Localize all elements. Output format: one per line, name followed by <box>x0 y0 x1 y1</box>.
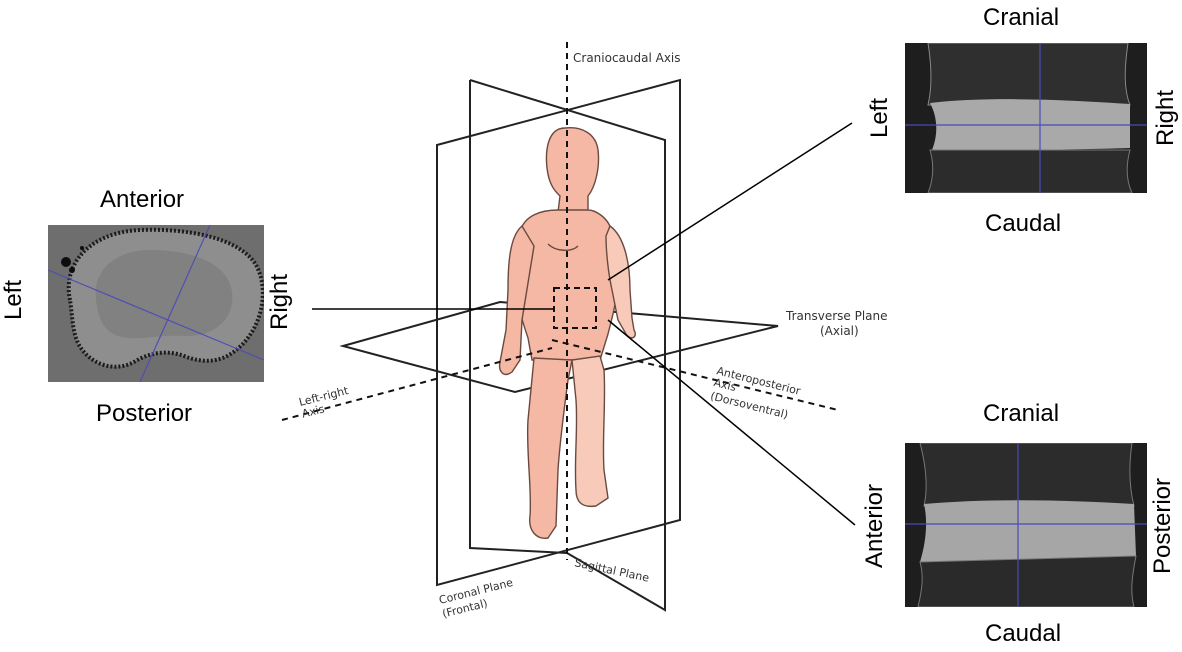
sagittal-plane-label: Sagittal Plane <box>573 556 650 585</box>
coronal-bottom-label: Caudal <box>985 212 1061 236</box>
craniocaudal-axis-label: Craniocaudal Axis <box>573 51 681 65</box>
coronal-top-label: Cranial <box>983 6 1059 30</box>
axial-left-label: Left <box>2 280 26 320</box>
connector-coronal <box>608 123 852 280</box>
transverse-plane-label: Transverse Plane <box>785 309 888 323</box>
sagittal-left-label: Anterior <box>863 484 887 568</box>
axial-top-label: Anterior <box>100 188 184 212</box>
coronal-right-label: Right <box>1154 90 1178 146</box>
sagittal-top-label: Cranial <box>983 402 1059 426</box>
sagittal-right-label: Posterior <box>1151 478 1175 574</box>
axial-right-label: Right <box>268 274 292 330</box>
connector-sagittal <box>608 320 855 525</box>
axial-scan-image <box>48 225 264 382</box>
coronal-scan-image <box>905 43 1147 193</box>
coronal-left-label: Left <box>868 98 892 138</box>
transverse-plane-sublabel: (Axial) <box>820 324 859 338</box>
sagittal-bottom-label: Caudal <box>985 622 1061 646</box>
axial-bottom-label: Posterior <box>96 402 192 426</box>
sagittal-scan-image <box>905 443 1147 607</box>
left-right-axis-label: Left-right <box>298 384 351 409</box>
